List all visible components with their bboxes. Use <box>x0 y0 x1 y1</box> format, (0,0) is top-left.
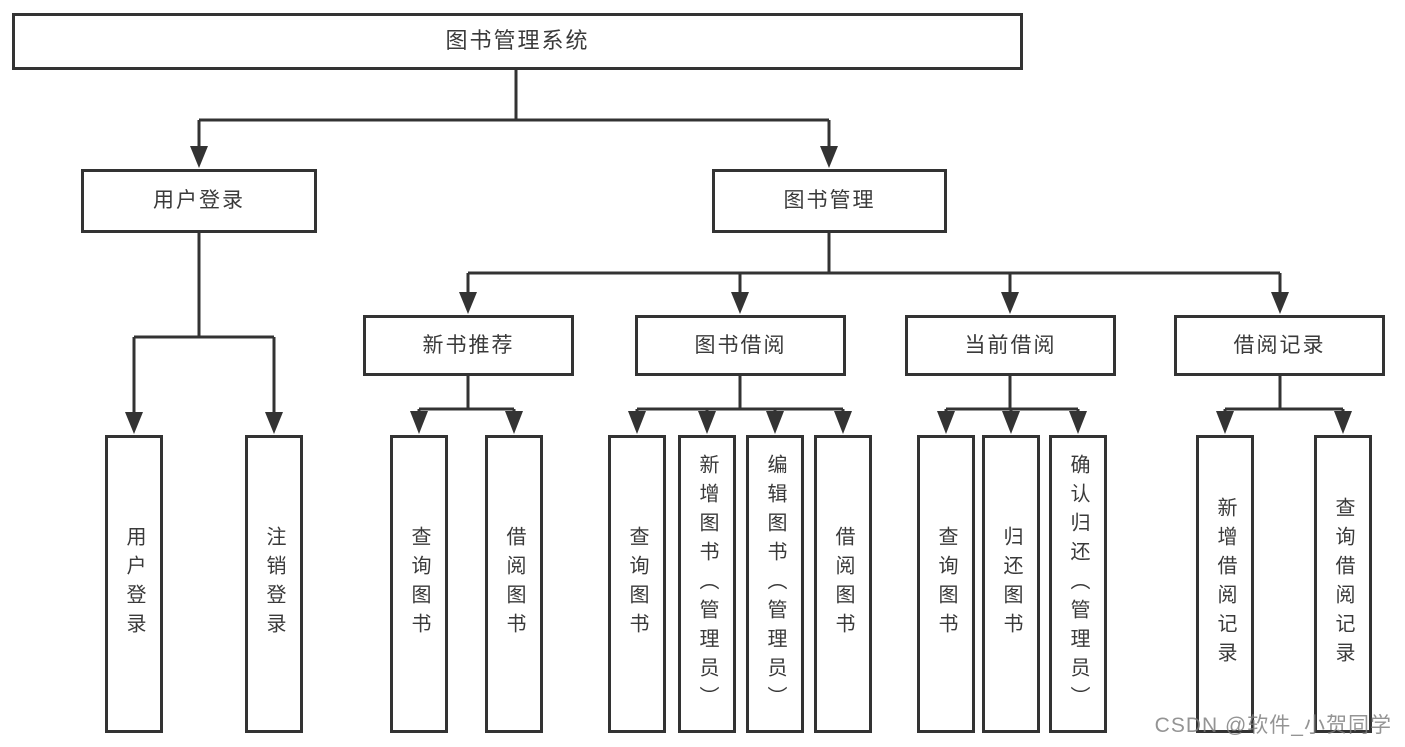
leaf-query-books-recommend-label: 查询图书 <box>408 526 430 642</box>
leaf-edit-books-admin-label: 编辑图书（管理员） <box>764 453 786 715</box>
leaf-borrow-books-recommend: 借阅图书 <box>485 435 543 733</box>
leaf-borrow-books-label: 借阅图书 <box>832 526 854 642</box>
leaf-add-books-admin: 新增图书（管理员） <box>678 435 736 733</box>
leaf-query-books-current: 查询图书 <box>917 435 975 733</box>
leaf-confirm-return-admin: 确认归还（管理员） <box>1049 435 1107 733</box>
leaf-return-books: 归还图书 <box>982 435 1040 733</box>
leaf-logout-label: 注销登录 <box>263 526 285 642</box>
leaf-add-borrow-record-label: 新增借阅记录 <box>1214 497 1236 671</box>
leaf-borrow-books-recommend-label: 借阅图书 <box>503 526 525 642</box>
leaf-add-borrow-record: 新增借阅记录 <box>1196 435 1254 733</box>
leaf-user-login: 用户登录 <box>105 435 163 733</box>
leaf-query-borrow-record: 查询借阅记录 <box>1314 435 1372 733</box>
leaf-query-borrow-record-label: 查询借阅记录 <box>1332 497 1354 671</box>
leaf-return-books-label: 归还图书 <box>1000 526 1022 642</box>
leaf-borrow-books: 借阅图书 <box>814 435 872 733</box>
node-library-management-system: 图书管理系统 <box>12 13 1023 70</box>
leaf-query-books-recommend: 查询图书 <box>390 435 448 733</box>
leaf-query-books-borrowing-label: 查询图书 <box>626 526 648 642</box>
node-borrowing-records: 借阅记录 <box>1174 315 1385 376</box>
csdn-watermark: CSDN @软件_小贺同学 <box>1154 714 1392 737</box>
node-user-login: 用户登录 <box>81 169 317 233</box>
leaf-query-books-borrowing: 查询图书 <box>608 435 666 733</box>
leaf-confirm-return-admin-label: 确认归还（管理员） <box>1067 453 1089 715</box>
leaf-add-books-admin-label: 新增图书（管理员） <box>696 453 718 715</box>
leaf-edit-books-admin: 编辑图书（管理员） <box>746 435 804 733</box>
node-current-borrowing: 当前借阅 <box>905 315 1116 376</box>
leaf-query-books-current-label: 查询图书 <box>935 526 957 642</box>
node-new-book-recommendation: 新书推荐 <box>363 315 574 376</box>
leaf-user-login-label: 用户登录 <box>123 526 145 642</box>
node-book-management: 图书管理 <box>712 169 947 233</box>
node-book-borrowing: 图书借阅 <box>635 315 846 376</box>
leaf-logout: 注销登录 <box>245 435 303 733</box>
